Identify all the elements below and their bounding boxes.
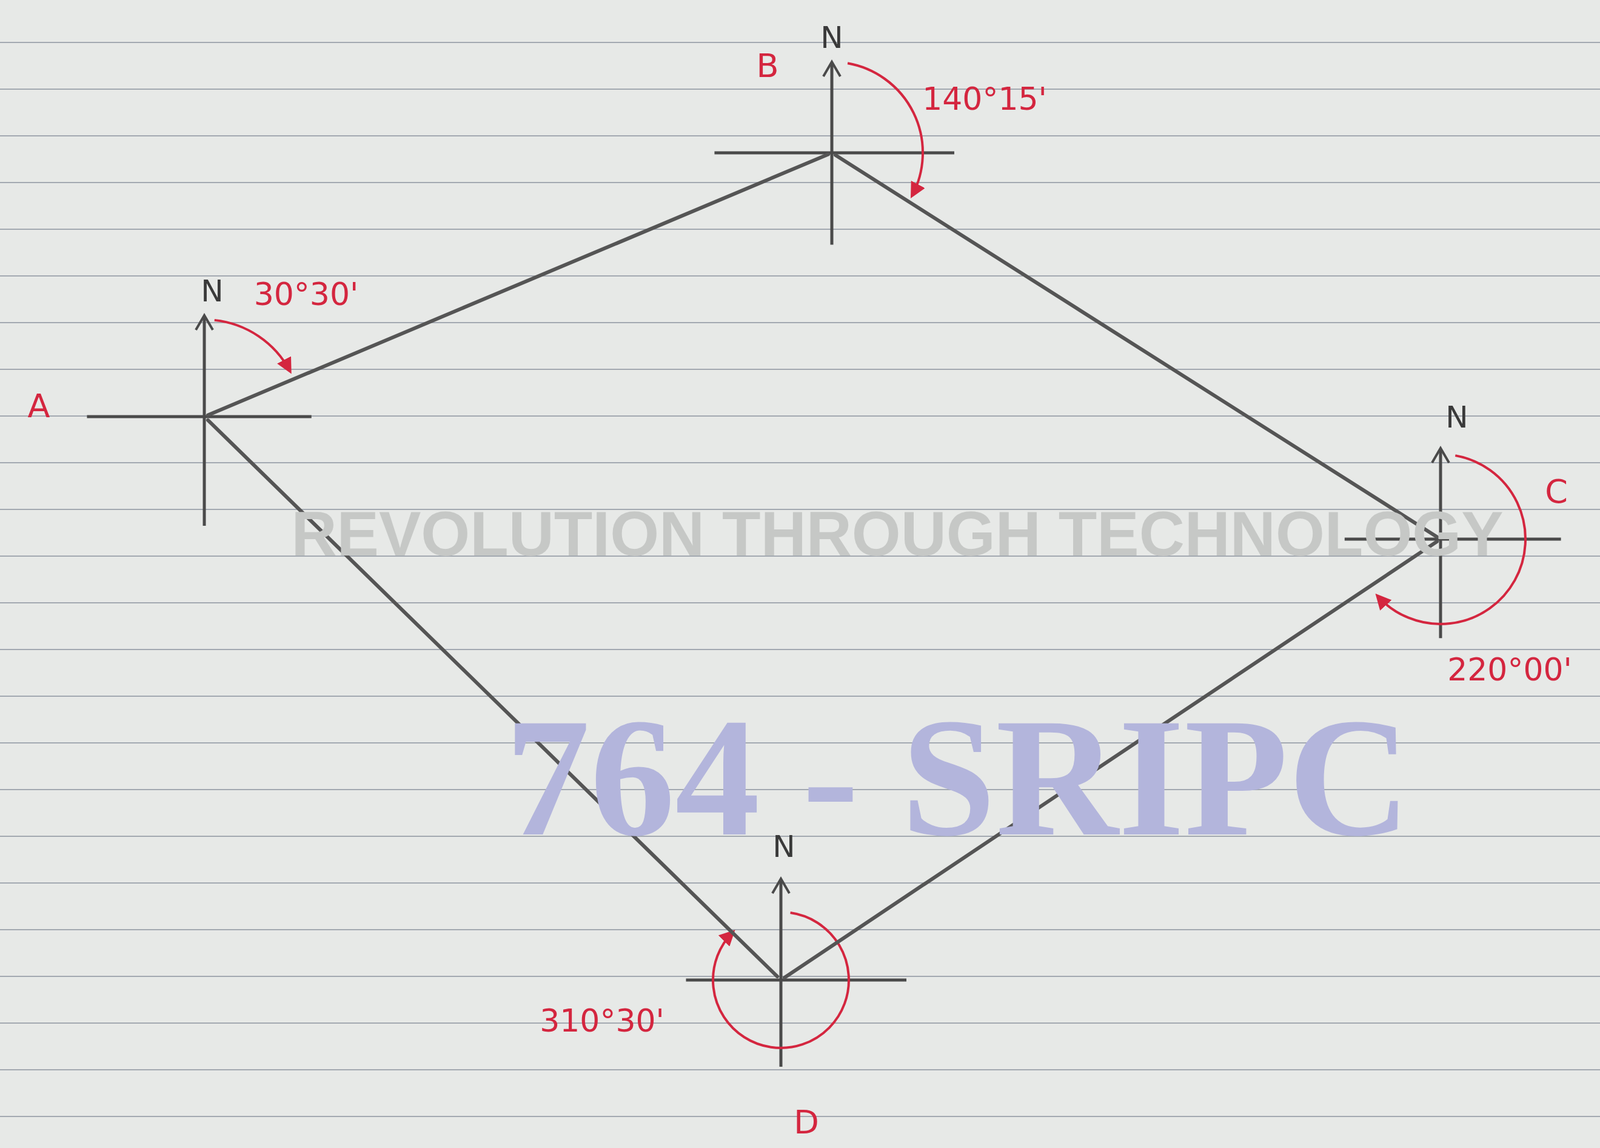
north-line: [779, 879, 783, 1067]
east-west-line: [685, 978, 907, 982]
ruled-line: [0, 368, 1600, 370]
bearing-label: 140°15': [922, 83, 1048, 115]
north-arrow-tip: [195, 315, 213, 330]
north-arrow-tip: [1432, 448, 1450, 463]
ruled-line: [0, 882, 1600, 884]
watermark-text: REVOLUTION THROUGH TECHNOLOGY: [291, 502, 1503, 566]
ruled-line: [0, 321, 1600, 324]
survey-station: D: [777, 976, 785, 984]
north-label: N: [772, 831, 795, 862]
survey-station: A: [200, 412, 208, 421]
bearing-arcs: [214, 63, 1526, 1048]
north-label: N: [820, 22, 843, 53]
traverse-line: [835, 155, 1437, 537]
ruled-line: [0, 461, 1600, 464]
north-arrow-tip: [823, 61, 841, 77]
traverse-line: [207, 154, 829, 416]
bearing-label: 310°30': [539, 1004, 665, 1037]
bearing-arc: [847, 63, 923, 196]
north-axis: [685, 878, 907, 1067]
north-label: N: [200, 275, 224, 307]
ruled-line: [0, 88, 1600, 90]
north-line: [203, 316, 207, 526]
ruled-line: [0, 648, 1600, 650]
ruled-line: [0, 181, 1600, 184]
station-letter: B: [756, 49, 779, 83]
ruled-line: [0, 1022, 1600, 1024]
station-letter: D: [793, 1105, 820, 1139]
north-arrow-tip: [772, 878, 790, 894]
ruled-line: [0, 1068, 1600, 1071]
survey-station: B: [828, 149, 836, 157]
station-letter: A: [27, 389, 51, 423]
north-line: [830, 63, 834, 245]
station-letter: C: [1544, 475, 1568, 509]
ruled-lines: [0, 42, 1600, 1117]
north-axes: [86, 61, 1561, 1067]
survey-station: C: [1436, 535, 1445, 543]
bearing-arc: [214, 320, 291, 372]
ruled-line: [0, 228, 1600, 230]
ruled-line: [0, 928, 1600, 931]
bearing-label: 220°00': [1447, 653, 1573, 686]
ruled-line: [0, 602, 1600, 604]
ruled-line: [0, 41, 1600, 44]
watermark-text: 764 - SRIPC: [505, 692, 1411, 863]
ruled-line: [0, 135, 1600, 137]
east-west-line: [86, 415, 312, 419]
north-label: N: [1445, 401, 1468, 433]
bearing-label: 30°30': [254, 278, 359, 310]
ruled-line: [0, 275, 1600, 277]
ruled-line: [0, 975, 1600, 977]
ruled-line: [0, 415, 1600, 417]
north-axis: [714, 61, 955, 245]
north-axis: [86, 315, 312, 526]
